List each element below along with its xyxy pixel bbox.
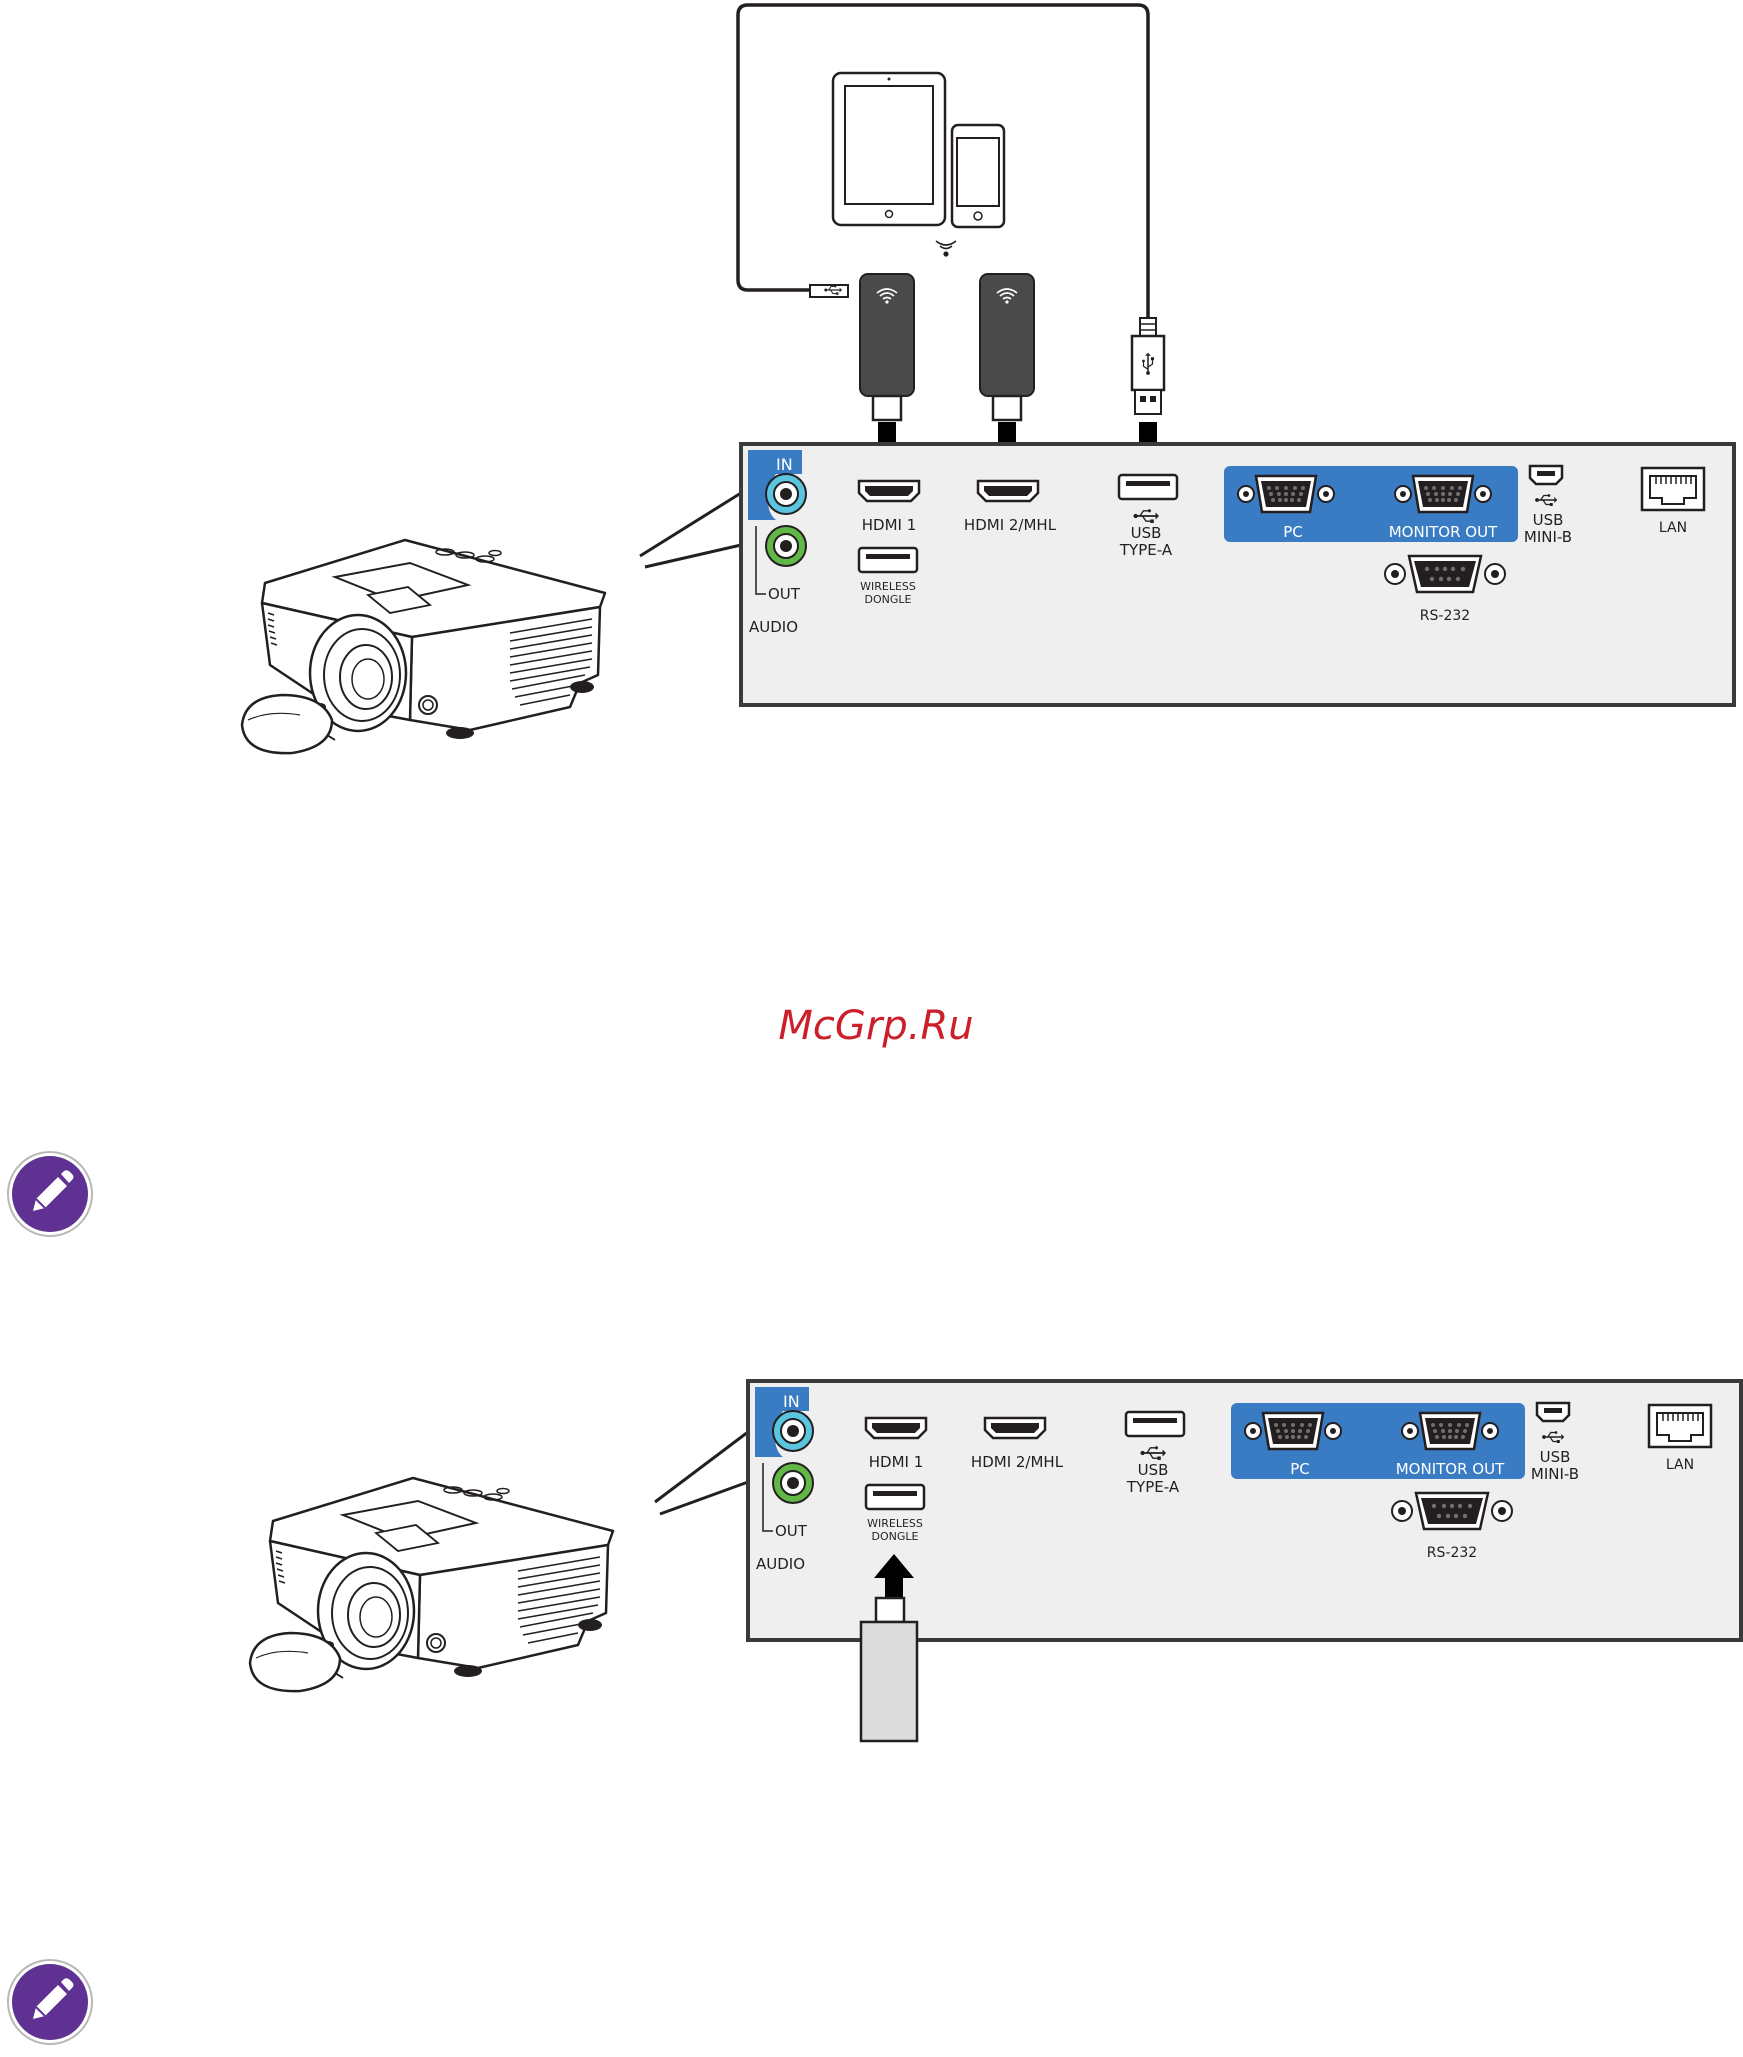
mobile-devices xyxy=(833,73,1004,256)
usb-a-label-line2: TYPE-A xyxy=(1119,541,1173,559)
watermark-text: McGrp.Ru xyxy=(778,1003,973,1049)
hdmi-1-port[interactable] xyxy=(859,481,919,501)
usb-mini-label-line1: USB xyxy=(1540,1448,1571,1466)
usb-mini-b-port[interactable] xyxy=(1530,466,1562,484)
usb-type-a-port[interactable] xyxy=(1119,475,1177,499)
hdmi-2-label: HDMI 2/MHL xyxy=(971,1453,1064,1471)
audio-in-label: IN xyxy=(783,1392,800,1411)
monitor-out-label: MONITOR OUT xyxy=(1396,1460,1505,1478)
wireless-label-line2: DONGLE xyxy=(865,593,912,606)
rs232-label: RS-232 xyxy=(1420,608,1470,624)
diagram-dongle-insertion: IN OUT AUDIO HDMI 1 WIRELESS DONGLE HDMI… xyxy=(250,1381,1741,1741)
lan-port[interactable] xyxy=(1649,1405,1711,1447)
usb-a-label-line1: USB xyxy=(1138,1461,1169,1479)
projector-illustration xyxy=(242,540,605,753)
lan-label: LAN xyxy=(1659,520,1687,536)
wireless-label-line2: DONGLE xyxy=(872,1530,919,1543)
pc-label: PC xyxy=(1283,523,1303,541)
usb-mini-label-line1: USB xyxy=(1533,511,1564,529)
projector-illustration xyxy=(250,1478,613,1691)
callout-line xyxy=(655,1432,748,1502)
diagram-wireless-connection: IN OUT AUDIO HDMI 1 WIRELESS DONGLE HDMI… xyxy=(242,5,1734,753)
audio-out-label: OUT xyxy=(775,1522,808,1540)
usb-micro-plug xyxy=(810,285,848,297)
usb-a-plug xyxy=(1132,318,1164,414)
wireless-dongle-1 xyxy=(860,274,914,420)
audio-label: AUDIO xyxy=(749,618,798,636)
wireless-label-line1: WIRELESS xyxy=(867,1517,923,1530)
callout-line xyxy=(645,545,741,567)
pc-label: PC xyxy=(1290,1460,1310,1478)
lan-label: LAN xyxy=(1666,1457,1694,1473)
audio-in-label: IN xyxy=(776,455,793,474)
usb-a-label-line1: USB xyxy=(1131,524,1162,542)
hdmi-2-port[interactable] xyxy=(985,1418,1045,1438)
audio-label: AUDIO xyxy=(756,1555,805,1573)
hdmi-1-label: HDMI 1 xyxy=(869,1453,924,1471)
wireless-dongle-port[interactable] xyxy=(859,548,917,572)
hdmi-2-label: HDMI 2/MHL xyxy=(964,516,1057,534)
hdmi-1-port[interactable] xyxy=(866,1418,926,1438)
rs232-label: RS-232 xyxy=(1427,1545,1477,1561)
callout-line xyxy=(640,493,741,556)
wireless-signal-icon xyxy=(936,241,956,256)
usb-type-a-port[interactable] xyxy=(1126,1412,1184,1436)
usb-mini-label-line2: MINI-B xyxy=(1531,1465,1579,1483)
usb-a-label-line2: TYPE-A xyxy=(1126,1478,1180,1496)
audio-out-label: OUT xyxy=(768,585,801,603)
hdmi-1-label: HDMI 1 xyxy=(862,516,917,534)
usb-mini-b-port[interactable] xyxy=(1537,1403,1569,1421)
pencil-icon xyxy=(8,1960,92,2044)
monitor-out-label: MONITOR OUT xyxy=(1389,523,1498,541)
wireless-dongle-port[interactable] xyxy=(866,1485,924,1509)
hdmi-2-port[interactable] xyxy=(978,481,1038,501)
lan-port[interactable] xyxy=(1642,468,1704,510)
wireless-label-line1: WIRELESS xyxy=(860,580,916,593)
pencil-icon xyxy=(8,1152,92,1236)
usb-mini-label-line2: MINI-B xyxy=(1524,528,1572,546)
wireless-dongle-2 xyxy=(980,274,1034,420)
